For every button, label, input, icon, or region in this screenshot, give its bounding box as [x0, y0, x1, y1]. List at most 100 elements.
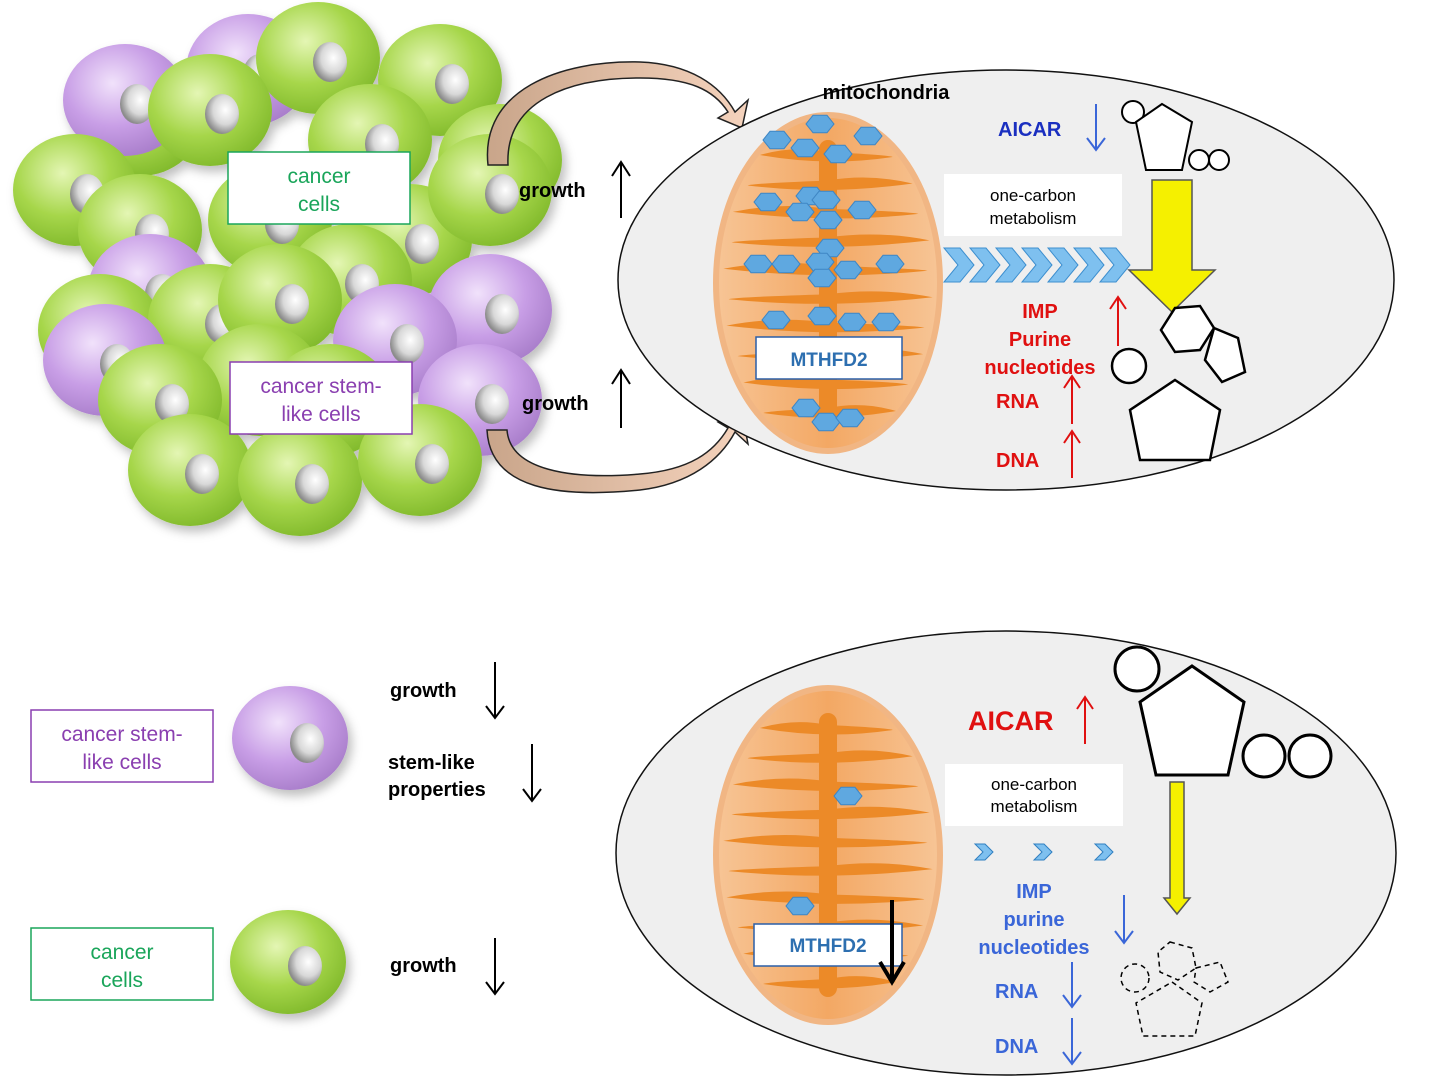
down-arrow-icon: [1062, 1018, 1082, 1066]
mitochondrion-top: [713, 112, 943, 454]
growth-cancer-label: growth: [390, 955, 457, 977]
chevron-icon: [1020, 247, 1053, 283]
down-arrow-icon: [1062, 962, 1082, 1009]
up-arrow-icon: [1076, 695, 1094, 744]
mthfd2-enzyme-icon: [811, 412, 841, 432]
svg-text:cancer stem-: cancer stem-: [61, 723, 182, 746]
imp-label-bottom: IMP: [1016, 881, 1052, 903]
mthfd2-enzyme-icon: [833, 260, 863, 280]
mitochondrial-crista: [726, 891, 925, 904]
cancer-cells-label-line1: cancer: [287, 165, 350, 188]
mthfd2-enzyme-icon: [761, 310, 791, 330]
mthfd2-enzyme-icon: [811, 190, 841, 210]
aicar-label-bottom: AICAR: [968, 706, 1054, 736]
mitochondria-label: mitochondria: [823, 82, 951, 104]
mitochondrial-crista: [728, 291, 933, 304]
down-arrow-icon: [1086, 104, 1106, 152]
cancer-cell: [148, 54, 272, 166]
purine-molecule-top: [1110, 304, 1247, 462]
stem-cells-label-line1: cancer stem-: [260, 375, 381, 398]
rna-label-bottom: RNA: [995, 981, 1038, 1003]
purine-molecule-bottom-dashed: [1120, 941, 1229, 1037]
mthfd2-enzyme-icon: [875, 254, 905, 274]
up-arrow-icon: [611, 368, 631, 428]
cancer-cell: [256, 2, 380, 114]
mthfd2-label-top: MTHFD2: [755, 336, 903, 380]
chevrons-bottom: [973, 843, 1114, 861]
purine-label-top: Purine: [1009, 329, 1071, 351]
purine-label-bottom: purine: [1003, 909, 1064, 931]
mitochondrial-crista: [731, 806, 930, 820]
properties-label: properties: [388, 779, 486, 801]
imp-label-top: IMP: [1022, 301, 1058, 323]
up-arrow-icon: [1063, 429, 1081, 478]
mthfd2-enzyme-icon: [805, 114, 835, 134]
mitochondrial-crista: [747, 750, 913, 763]
down-arrow-icon: [485, 938, 505, 996]
chevron-icon: [1098, 247, 1131, 283]
stem-cell-single: [232, 686, 348, 790]
mthfd2-enzyme-icon: [807, 306, 837, 326]
cancer-cells-label-bottom: cancer cells: [30, 927, 214, 1001]
growth-stem-label: growth: [390, 680, 457, 702]
mthfd2-enzyme-icon: [835, 408, 865, 428]
mitochondrial-crista: [723, 835, 928, 848]
mitochondrial-crista: [763, 976, 897, 989]
mthfd2-enzyme-icon: [837, 312, 867, 332]
down-arrow-icon: [1114, 895, 1134, 945]
cancer-cell: [128, 414, 252, 526]
mthfd2-label-bottom: MTHFD2: [753, 923, 903, 967]
svg-text:like cells: like cells: [82, 751, 161, 774]
cell-cluster: [13, 2, 562, 536]
growth-upper-label: growth: [519, 180, 586, 202]
cancer-cells-label-box: cancer cells: [227, 151, 411, 225]
svg-text:MTHFD2: MTHFD2: [790, 350, 867, 371]
cancer-cell: [238, 424, 362, 536]
one-carbon-box-bottom: one-carbon metabolism: [945, 764, 1123, 826]
mitochondrion-bottom: [713, 685, 943, 1025]
svg-text:one-carbon: one-carbon: [991, 775, 1077, 794]
mthfd2-enzyme-icon: [807, 268, 837, 288]
mthfd2-enzyme-icon: [762, 130, 792, 150]
up-arrow-icon: [1109, 295, 1127, 346]
mthfd2-enzyme-icon: [847, 200, 877, 220]
svg-text:cells: cells: [101, 969, 143, 992]
mitochondrial-crista: [759, 722, 893, 735]
mthfd2-enzyme-icon: [753, 192, 783, 212]
mitochondrial-crista: [747, 177, 913, 190]
svg-text:one-carbon: one-carbon: [990, 186, 1076, 205]
chevron-icon: [1072, 247, 1105, 283]
up-arrow-icon: [1063, 374, 1081, 424]
aicar-molecule-bottom: [1113, 645, 1333, 779]
mthfd2-enzyme-icon: [743, 254, 773, 274]
dna-label-top: DNA: [996, 450, 1039, 472]
svg-text:metabolism: metabolism: [991, 797, 1078, 816]
svg-text:cancer: cancer: [90, 941, 153, 964]
down-arrow-icon: [878, 900, 906, 986]
up-arrow-icon: [611, 160, 631, 218]
mthfd2-enzyme-icon: [813, 210, 843, 230]
chevron-arrow-top: [942, 247, 1131, 283]
chevron-icon: [942, 247, 975, 283]
chevron-icon: [1046, 247, 1079, 283]
growth-lower-label: growth: [522, 393, 589, 415]
mitochondrial-crista: [732, 778, 919, 791]
mthfd2-enzyme-icon: [815, 238, 845, 258]
mthfd2-enzyme-icon: [771, 254, 801, 274]
down-arrow-icon: [485, 662, 505, 720]
stem-cells-label-box: cancer stem- like cells: [229, 361, 413, 435]
aicar-molecule-top: [1121, 100, 1230, 171]
nucleotides-label-top: nucleotides: [984, 357, 1095, 379]
mthfd2-enzyme-icon: [790, 138, 820, 158]
cancer-cells-label-line2: cells: [298, 193, 340, 216]
stem-cells-label-bottom: cancer stem- like cells: [30, 709, 214, 783]
mthfd2-enzyme-icon: [791, 398, 821, 418]
stem-cells-label-line2: like cells: [281, 403, 360, 426]
stem-like-cell: [428, 254, 552, 366]
chevron-icon: [968, 247, 1001, 283]
stem-like-label: stem-like: [388, 752, 475, 774]
rna-label-top: RNA: [996, 391, 1039, 413]
mthfd2-enzyme-icon: [833, 786, 863, 806]
chevron-icon: [994, 247, 1027, 283]
